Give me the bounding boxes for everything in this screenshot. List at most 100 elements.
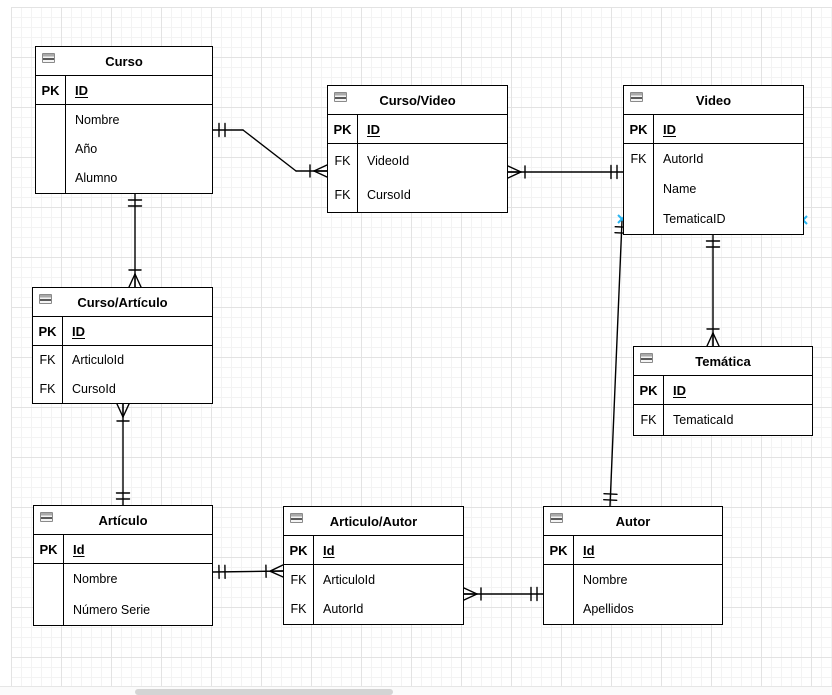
row-id[interactable]: PK Id xyxy=(544,536,722,565)
attribute-name: AutorId xyxy=(323,602,364,617)
table-icon xyxy=(334,92,347,102)
key-cell xyxy=(544,594,574,624)
entity-title: Artículo xyxy=(98,512,148,528)
row-n-mero-serie[interactable]: Número Serie xyxy=(34,594,212,625)
row-nombre[interactable]: Nombre xyxy=(34,564,212,595)
key-cell: PK xyxy=(634,376,664,404)
key-cell: FK xyxy=(33,374,63,403)
entity-title: Curso xyxy=(105,53,143,69)
entity-title: Curso/Artículo xyxy=(77,294,168,310)
row-name[interactable]: Name xyxy=(624,174,803,204)
entity-header[interactable]: Articulo/Autor xyxy=(284,507,463,536)
entity-header[interactable]: Artículo xyxy=(34,506,212,535)
attribute-name: Número Serie xyxy=(73,602,151,617)
row-nombre[interactable]: Nombre xyxy=(36,105,212,135)
row-nombre[interactable]: Nombre xyxy=(544,565,722,595)
key-cell xyxy=(544,565,574,595)
attribute-name: CursoId xyxy=(367,188,411,202)
key-cell: PK xyxy=(544,536,574,564)
entity-header[interactable]: Curso/Video xyxy=(328,86,507,115)
row-cursoid[interactable]: FK CursoId xyxy=(328,178,507,212)
attribute-name: TematicaID xyxy=(663,212,726,226)
key-cell: FK xyxy=(284,594,314,624)
row-apellidos[interactable]: Apellidos xyxy=(544,594,722,624)
key-cell: FK xyxy=(328,178,358,212)
row-tematicaid[interactable]: TematicaID xyxy=(624,204,803,234)
key-cell xyxy=(624,174,654,204)
table-icon xyxy=(290,513,303,523)
key-cell: PK xyxy=(34,535,64,563)
row-id[interactable]: PK ID xyxy=(33,317,212,346)
entity-title: Autor xyxy=(615,513,651,529)
attribute-name: Name xyxy=(663,182,697,196)
attribute-name: Nombre xyxy=(583,572,628,587)
key-cell xyxy=(34,564,64,595)
key-cell xyxy=(36,163,66,193)
key-cell: FK xyxy=(328,144,358,178)
attribute-name: ID xyxy=(72,323,85,339)
attribute-name: CursoId xyxy=(72,381,116,396)
attribute-name: Nombre xyxy=(73,572,118,587)
table-icon xyxy=(42,53,55,63)
attribute-name: Id xyxy=(323,542,335,558)
entity-header[interactable]: Autor xyxy=(544,507,722,536)
table-icon xyxy=(40,512,53,522)
attribute-name: Id xyxy=(73,541,85,557)
key-cell: FK xyxy=(634,405,664,435)
table-icon xyxy=(550,513,563,523)
key-cell xyxy=(36,105,66,135)
table-icon xyxy=(640,353,653,363)
row-autorid[interactable]: FK AutorId xyxy=(624,144,803,174)
attribute-name: ID xyxy=(663,121,676,137)
key-cell xyxy=(36,134,66,164)
entity-header[interactable]: Video xyxy=(624,86,803,115)
row-id[interactable]: PK Id xyxy=(34,535,212,564)
horizontal-scrollbar-thumb[interactable] xyxy=(135,688,393,695)
attribute-name: ArticuloId xyxy=(72,353,125,368)
entity-title: Video xyxy=(695,92,732,108)
horizontal-scrollbar-track[interactable] xyxy=(0,686,832,695)
row-id[interactable]: PK ID xyxy=(328,115,507,144)
key-cell: FK xyxy=(624,144,654,174)
table-icon xyxy=(39,294,52,304)
attribute-name: Alumno xyxy=(75,171,118,186)
key-cell: PK xyxy=(36,76,66,104)
attribute-name: ArticuloId xyxy=(323,572,376,587)
entity-header[interactable]: Temática xyxy=(634,347,812,376)
entity-header[interactable]: Curso xyxy=(36,47,212,76)
row-cursoid[interactable]: FK CursoId xyxy=(33,374,212,403)
attribute-name: ID xyxy=(673,382,686,398)
row-autorid[interactable]: FK AutorId xyxy=(284,594,463,624)
entity-title: Articulo/Autor xyxy=(329,513,418,529)
row-alumno[interactable]: Alumno xyxy=(36,163,212,193)
attribute-name: Id xyxy=(583,542,595,558)
entity-header[interactable]: Curso/Artículo xyxy=(33,288,212,317)
attribute-name: AutorId xyxy=(663,152,704,166)
key-cell: PK xyxy=(33,317,63,345)
row-id[interactable]: PK ID xyxy=(634,376,812,405)
row-id[interactable]: PK ID xyxy=(36,76,212,105)
attribute-name: Nombre xyxy=(75,112,120,127)
attribute-name: ID xyxy=(75,82,88,98)
key-cell: PK xyxy=(328,115,358,143)
row-a-o[interactable]: Año xyxy=(36,134,212,164)
attribute-name: Apellidos xyxy=(583,602,634,617)
attribute-name: Año xyxy=(75,141,98,156)
attribute-name: ID xyxy=(367,121,380,137)
key-cell xyxy=(34,594,64,625)
